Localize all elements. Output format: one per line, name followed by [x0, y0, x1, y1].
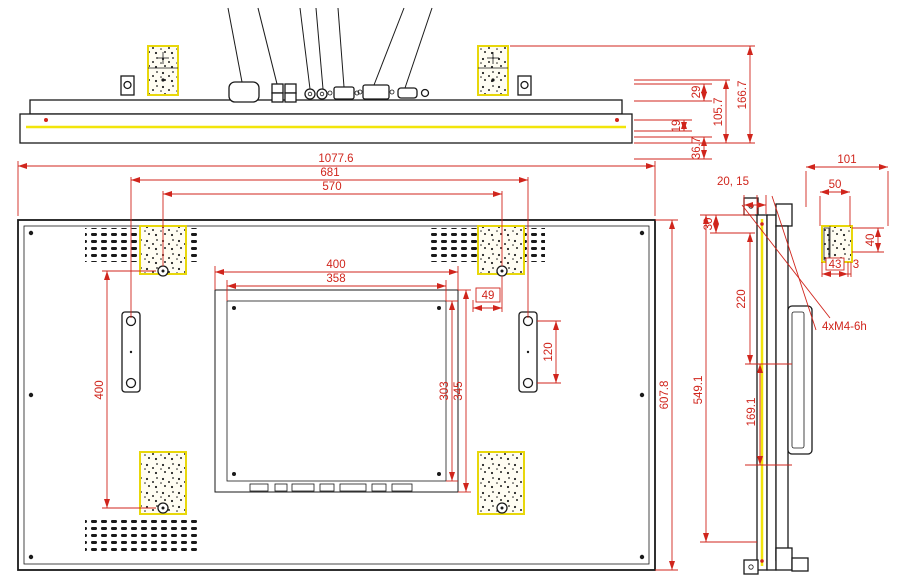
dim-vesa-inner-h: 303: [439, 381, 451, 400]
mount-box-bottom-right: [477, 451, 525, 515]
top-view-dimensions: 29 105.7 166.7 19 36.7: [510, 45, 755, 160]
vesa-screw: [437, 306, 441, 310]
rear-connector-row: [249, 483, 413, 492]
dim-vesa-outer-w: 400: [326, 259, 345, 271]
dim-49-box: [475, 287, 501, 303]
mount-box-bottom-left: [139, 451, 187, 515]
dim-43-box: [825, 257, 845, 271]
dim-overall-width: 1077.6: [318, 153, 353, 165]
side-bracket-section: [821, 225, 853, 263]
dim-40: 40: [865, 234, 877, 247]
dim-offset-49: 49: [482, 290, 495, 302]
dim-mount-span: 570: [322, 181, 341, 193]
dim-50: 50: [829, 179, 842, 191]
side-view-profile: [743, 197, 813, 575]
handle-plates: [121, 311, 538, 393]
dim-549-1: 549.1: [693, 376, 705, 405]
vesa-screw: [437, 472, 441, 476]
dim-105-7: 105.7: [713, 98, 725, 127]
mount-box-top-right: [477, 225, 525, 277]
vesa-inner-rect: [226, 300, 447, 482]
edge-marker-dot: [44, 118, 48, 122]
case-screw: [639, 392, 645, 398]
case-screw: [28, 230, 34, 236]
rear-extension-lines: [17, 161, 678, 571]
dim-19: 19: [671, 120, 683, 133]
dim-mount-height: 400: [94, 380, 106, 399]
side-bottom-flange: [743, 559, 759, 575]
handle-plate-right: [518, 311, 538, 393]
side-chassis: [775, 225, 789, 561]
usb-ports: [271, 83, 297, 103]
dim-vesa-inner-w: 358: [326, 273, 345, 285]
dim-depth-overall: 101: [837, 154, 856, 166]
audio-jacks: [304, 88, 328, 100]
side-view: 101 50 20, 15 30 220 169.1 549.1 40 43 3…: [693, 154, 889, 575]
case-screw: [28, 554, 34, 560]
side-rail-inner: [791, 311, 805, 449]
thread-callout: 4xM4-6h: [822, 321, 867, 333]
side-view-dimensions: 101 50 20, 15 30 220 169.1 549.1 40 43 3…: [693, 154, 889, 543]
case-screw: [639, 554, 645, 560]
dim-166-7: 166.7: [737, 81, 749, 110]
dim-30: 30: [703, 218, 715, 231]
rear-view: 1077.6 681 570 400 358 49 400 303 345 12…: [17, 153, 678, 571]
dim-43: 43: [829, 259, 842, 271]
dim-overall-height: 607.8: [659, 381, 671, 410]
dvi-port: [357, 84, 395, 100]
top-mount-brackets: [120, 45, 532, 96]
speaker-mount-boxes: [139, 225, 525, 515]
vga-port: [327, 86, 360, 100]
vesa-area: [214, 289, 459, 493]
side-top-flange: [743, 197, 759, 216]
dim-vesa-outer-h: 345: [453, 381, 465, 400]
edge-marker-dot: [615, 118, 619, 122]
top-view: 29 105.7 166.7 19 36.7: [19, 7, 755, 160]
side-foot: [791, 557, 809, 572]
dim-bracket-span: 681: [320, 167, 339, 179]
top-clip-right: [517, 75, 532, 96]
vesa-outer-rect: [214, 289, 459, 493]
dim-169-1: 169.1: [746, 398, 758, 427]
dim-36-7: 36.7: [691, 137, 703, 159]
case-screw: [639, 230, 645, 236]
case-screw: [28, 392, 34, 398]
dim-20-15: 20, 15: [717, 176, 749, 188]
hdmi-port: [397, 87, 418, 99]
side-bottom-step: [775, 547, 793, 571]
top-view-callout-lines: [227, 7, 433, 90]
handle-plate-left: [121, 311, 141, 393]
rear-view-dimensions: 1077.6 681 570 400 358 49 400 303 345 12…: [17, 153, 678, 571]
vesa-screw: [232, 472, 236, 476]
top-view-outline: [19, 99, 633, 144]
dim-29: 29: [691, 86, 703, 99]
side-panel-plate-rear: [766, 214, 777, 571]
thread-callout-leaders: [741, 195, 831, 331]
top-clip-left: [120, 75, 135, 96]
side-rail-outer: [787, 305, 813, 455]
dim-220: 220: [736, 289, 748, 308]
dc-jack-port: [420, 88, 430, 98]
top-bracket-right: [477, 45, 509, 96]
vesa-screw: [232, 306, 236, 310]
top-view-ports: [228, 81, 430, 103]
dim-handle-holes: 120: [543, 342, 555, 361]
vent-grille-bottom-left: [85, 518, 197, 552]
top-bracket-left: [147, 45, 179, 96]
power-button-port: [228, 81, 260, 103]
dim-3: 3: [853, 259, 859, 271]
rear-view-outline: [17, 219, 656, 571]
